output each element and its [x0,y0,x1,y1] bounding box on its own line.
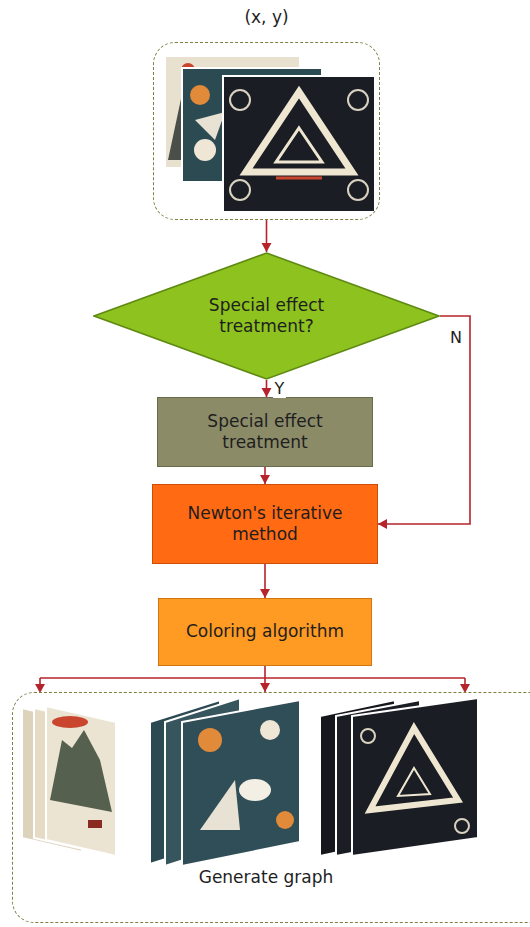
branch-lines [40,678,465,686]
box-text: Special effect treatment [169,411,361,454]
branch-label: N [448,328,464,347]
arrow-head [262,388,272,397]
output-landscape [22,706,116,856]
box-text: Coloring algorithm [186,621,344,642]
input-group: (x, y) [153,42,380,220]
input-images [165,56,375,212]
box-text: Newton's iterative method [164,503,366,546]
output-geometric [150,698,300,866]
arrow-head [260,589,270,598]
input-label: (x, y) [154,7,379,28]
arrow-head [260,683,270,692]
output-triangle [320,698,478,856]
arrow-head [378,519,387,529]
arrow-head [262,243,272,252]
decision-diamond: Special effect treatment? [93,252,440,380]
group-caption: Generate graph [13,867,519,888]
connector [378,316,470,524]
process-box: Coloring algorithm [158,598,372,666]
arrow-head [260,475,270,484]
process-box: Special effect treatment [157,397,373,467]
process-box: Newton's iterative method [152,484,378,564]
branch-label: Y [273,379,287,398]
decision-text: Special effect treatment? [177,295,357,338]
output-group: Generate graph [12,692,530,923]
